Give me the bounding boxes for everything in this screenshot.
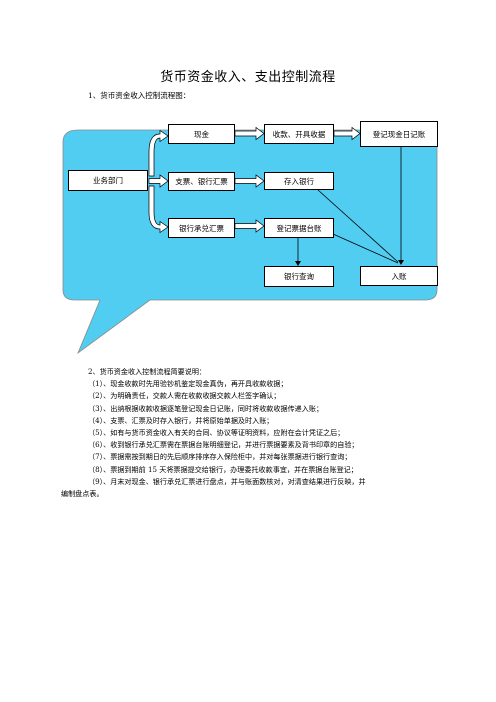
note-item-1: （1）、现金收款时先用验钞机鉴定现金真伪，再开具收款收据； bbox=[88, 379, 288, 389]
note-item-6: （6）、收到银行承兑汇票需在票据台账明细登记，并进行票据要素及背书印章的自验； bbox=[88, 440, 359, 450]
section2-heading: 2、货币资金收入控制流程简要说明： bbox=[88, 367, 207, 376]
note-item-4: （4）、支票、汇票及时存入银行，并将原始单据及时入账； bbox=[88, 415, 274, 425]
page-title: 货币资金收入、支出控制流程 bbox=[160, 70, 336, 85]
node-note-register: 登记票据台账 bbox=[264, 218, 334, 238]
block-arrow-acceptance-to-register bbox=[234, 219, 265, 233]
note-item-8: （8）、票据到期前 15 天将票据提交给银行，办理委托收款事宜，并在票据台账登记… bbox=[88, 464, 358, 474]
note-item-9-continuation: 编制盘点表。 bbox=[61, 489, 104, 499]
note-item-9: （9）、月末对现金、银行承兑汇票进行盘点，并与账面数核对，对清查结果进行反映，并 bbox=[88, 476, 366, 486]
curved-arrow-up-to-cash bbox=[148, 129, 169, 177]
node-cash-journal: 登记现金日记账 bbox=[360, 121, 438, 147]
section1-heading: 1、货币资金收入控制流程图： bbox=[88, 91, 191, 100]
block-arrow-dept-to-check bbox=[148, 174, 169, 188]
callout-background bbox=[62, 129, 438, 355]
node-collect-receipt: 收款、开具收据 bbox=[264, 124, 334, 144]
block-arrow-cash-to-collect bbox=[234, 126, 265, 141]
note-item-7: （7）、票据需按到期日的先后顺序排序存入保险柜中，并对每张票据进行银行查询； bbox=[88, 452, 352, 462]
block-arrow-check-to-deposit bbox=[234, 174, 265, 188]
node-cash: 现金 bbox=[168, 124, 235, 144]
node-bank-query: 银行查询 bbox=[264, 266, 334, 287]
node-deposit-bank: 存入银行 bbox=[264, 172, 334, 190]
note-item-3: （3）、出纳根据收款收据逐笔登记现金日记账，同时将收款收据传递入账； bbox=[88, 403, 324, 413]
connector-register-arrowhead bbox=[295, 261, 301, 266]
node-bank-acceptance: 银行承兑汇票 bbox=[168, 218, 235, 238]
section2-notes: 2、货币资金收入控制流程简要说明： （1）、现金收款时先用验钞机鉴定现金真伪，再… bbox=[61, 366, 428, 500]
node-business-dept: 业务部门 bbox=[68, 170, 148, 191]
curved-arrow-down-to-acceptance bbox=[148, 185, 169, 234]
node-check-bank-draft: 支票、银行汇票 bbox=[168, 172, 235, 191]
node-post-account: 入账 bbox=[360, 266, 438, 286]
connector-deposit-to-post bbox=[317, 189, 399, 263]
note-item-2: （2）、为明确责任，交款人需在收款收据交款人栏签字确认； bbox=[88, 391, 281, 401]
block-arrow-collect-to-journal bbox=[333, 126, 361, 141]
note-item-5: （5）、如有与货币资金收入有关的合同、协议等证明资料，应附在会计凭证之后； bbox=[88, 428, 345, 438]
connector-register-to-post bbox=[332, 233, 399, 264]
connector-journal-arrowhead bbox=[398, 260, 404, 265]
